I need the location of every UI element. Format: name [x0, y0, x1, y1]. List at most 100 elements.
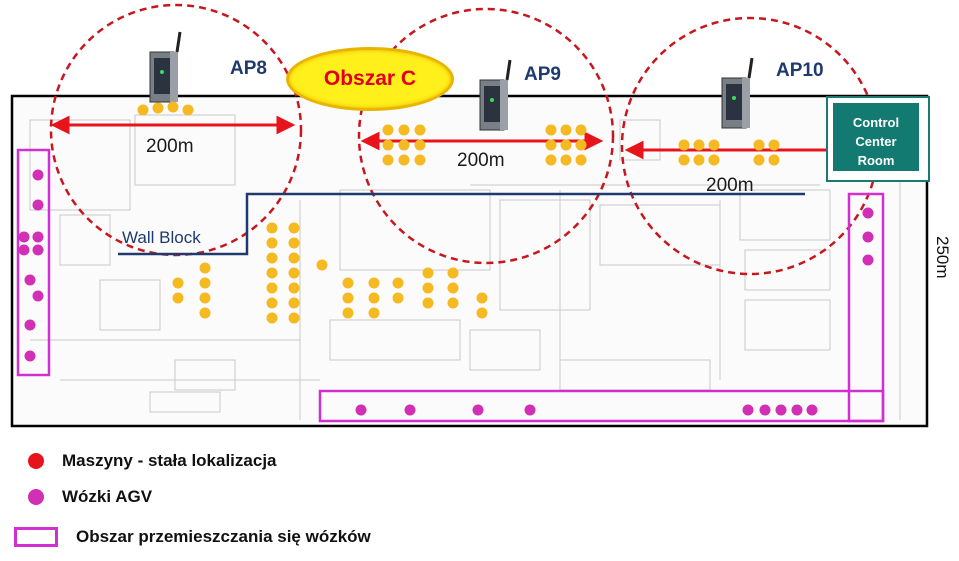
control-room-line-3: Room — [857, 153, 895, 168]
machine-marker — [266, 237, 278, 249]
agv-marker — [18, 244, 30, 256]
wall-block-line — [118, 192, 805, 256]
machine-marker — [199, 307, 211, 319]
agv-marker — [862, 231, 874, 243]
agv-marker — [806, 404, 818, 416]
agv-marker — [404, 404, 416, 416]
machine-marker — [708, 139, 720, 151]
ap10-device-icon — [721, 57, 754, 129]
machine-marker — [266, 252, 278, 264]
wall-block-label: Wall Block — [122, 228, 201, 247]
machine-marker — [768, 139, 780, 151]
machine-marker — [422, 282, 434, 294]
ap9-coverage-circle — [357, 7, 615, 265]
agv-marker — [32, 290, 44, 302]
machine-marker — [398, 139, 410, 151]
machine-marker — [414, 124, 426, 136]
machine-marker — [288, 297, 300, 309]
machine-marker — [368, 277, 380, 289]
agv-marker — [24, 350, 36, 362]
machine-marker — [678, 154, 690, 166]
machine-marker — [266, 312, 278, 324]
machine-marker — [447, 297, 459, 309]
agv-marker — [32, 169, 44, 181]
zone-label: Obszar C — [323, 67, 417, 90]
machine-marker — [172, 277, 184, 289]
agv-marker — [862, 254, 874, 266]
machine-marker — [368, 307, 380, 319]
machine-marker — [342, 292, 354, 304]
machine-marker — [288, 312, 300, 324]
machine-marker — [398, 154, 410, 166]
ap9-device-icon — [479, 59, 512, 131]
machine-marker — [768, 154, 780, 166]
machine-marker — [266, 282, 278, 294]
machine-marker — [266, 222, 278, 234]
agv-marker — [18, 231, 30, 243]
ap10-label: AP10 — [776, 60, 824, 81]
machine-marker — [447, 282, 459, 294]
agv-marker — [759, 404, 771, 416]
machine-marker — [545, 124, 557, 136]
machine-marker — [414, 154, 426, 166]
agv-marker — [524, 404, 536, 416]
legend-machines: Maszyny - stała lokalizacja — [28, 451, 277, 471]
machine-marker — [575, 154, 587, 166]
machine-marker — [575, 139, 587, 151]
machine-marker — [368, 292, 380, 304]
machine-marker — [316, 259, 328, 271]
side-dimension-label: 250m — [933, 236, 952, 279]
machine-marker — [560, 124, 572, 136]
machine-marker — [167, 101, 179, 113]
machine-marker — [693, 139, 705, 151]
zone-label-badge: Obszar C — [286, 47, 454, 111]
machine-marker — [560, 154, 572, 166]
machine-marker — [199, 277, 211, 289]
machine-marker — [545, 154, 557, 166]
agv-area-left — [16, 148, 51, 377]
floor-plan-background — [29, 114, 901, 420]
machine-marker — [266, 267, 278, 279]
agv-legend-dot — [28, 489, 44, 505]
machine-marker — [342, 307, 354, 319]
machine-legend-dot — [28, 453, 44, 469]
agv-marker — [32, 244, 44, 256]
legend-agv-area-label: Obszar przemieszczania się wózków — [76, 527, 371, 546]
machine-marker — [152, 102, 164, 114]
legend-agv-label: Wózki AGV — [62, 487, 153, 506]
machine-marker — [476, 292, 488, 304]
agv-marker — [32, 231, 44, 243]
machine-marker — [422, 297, 434, 309]
machine-marker — [678, 139, 690, 151]
machine-marker — [342, 277, 354, 289]
control-room-line-2: Center — [855, 134, 897, 149]
machine-marker — [288, 267, 300, 279]
machine-marker — [753, 139, 765, 151]
machine-marker — [753, 154, 765, 166]
ap10-range-label: 200m — [706, 175, 754, 196]
machine-marker — [422, 267, 434, 279]
machine-marker — [708, 154, 720, 166]
machine-marker — [288, 252, 300, 264]
agv-marker — [24, 274, 36, 286]
ap8-label: AP8 — [230, 58, 267, 79]
agv-area-legend-box — [14, 527, 58, 547]
machine-marker — [199, 292, 211, 304]
machine-marker — [575, 124, 587, 136]
agv-marker — [862, 207, 874, 219]
agv-marker — [472, 404, 484, 416]
machine-marker — [382, 139, 394, 151]
machine-marker — [288, 282, 300, 294]
machine-marker — [476, 307, 488, 319]
ap9-range-label: 200m — [457, 150, 505, 171]
ap9-label: AP9 — [524, 64, 561, 85]
machine-marker — [382, 124, 394, 136]
agv-marker — [775, 404, 787, 416]
machine-marker — [545, 139, 557, 151]
control-room-line-1: Control — [852, 115, 900, 130]
machine-marker — [172, 292, 184, 304]
machine-marker — [288, 237, 300, 249]
ap8-range-label: 200m — [146, 136, 194, 157]
machine-marker — [392, 292, 404, 304]
